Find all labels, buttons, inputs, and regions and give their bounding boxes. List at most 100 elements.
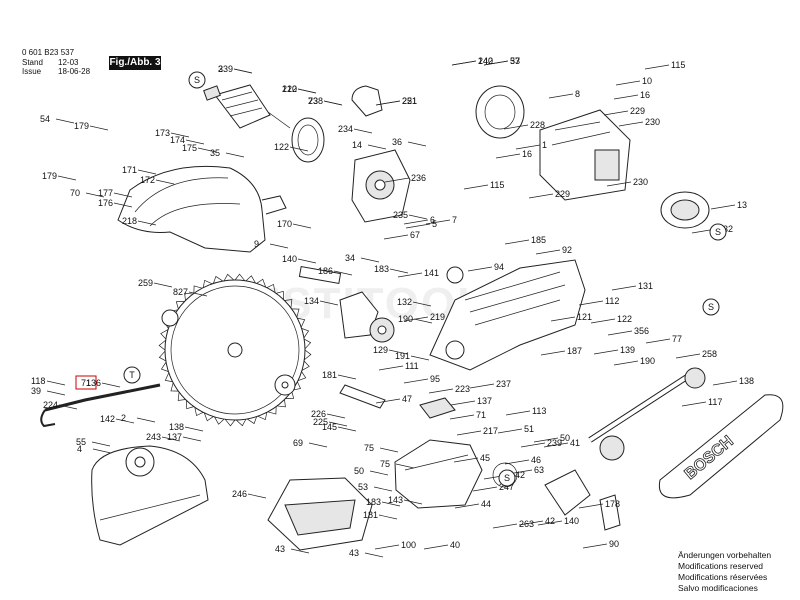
- leader-line: [115, 418, 135, 424]
- leader-line: [408, 214, 428, 220]
- part-number-label: 218: [122, 216, 137, 226]
- leader-line: [397, 272, 423, 278]
- part-number-label: 129: [373, 345, 388, 355]
- base-housing-drawing: [267, 477, 373, 551]
- leader-line: [323, 100, 343, 106]
- leader-line: [407, 141, 427, 147]
- brush-holder-drawing: [351, 85, 383, 117]
- part-number-label: 226: [311, 409, 326, 419]
- leader-line: [319, 300, 339, 306]
- part-number-label: 118: [31, 376, 45, 386]
- lever-drawing: [40, 383, 161, 428]
- part-number-label: 75: [364, 443, 374, 453]
- blade-tooth: [164, 372, 173, 383]
- leader-line: [197, 147, 217, 153]
- armature-drawing: [203, 84, 291, 129]
- blade-tooth: [214, 416, 225, 425]
- modification-notes: Änderungen vorbehalten Modifications res…: [678, 550, 778, 594]
- leader-line: [593, 349, 619, 355]
- part-number-label: 43: [349, 548, 359, 558]
- part-number-label: 10: [642, 76, 652, 86]
- leader-line: [247, 493, 267, 499]
- leader-line: [364, 552, 384, 558]
- leader-line: [456, 430, 482, 436]
- part-number-label: 219: [430, 312, 445, 322]
- part-number-label: 54: [40, 114, 50, 124]
- leader-line: [467, 266, 493, 272]
- part-number-label: 136: [86, 378, 101, 388]
- part-number-label: 50: [354, 466, 364, 476]
- part-number-label: 176: [98, 198, 113, 208]
- badge-letter: T: [129, 370, 135, 380]
- leader-line: [384, 177, 410, 183]
- leader-line: [184, 426, 204, 432]
- blade-tooth: [284, 299, 293, 308]
- badge-circle: [702, 298, 720, 316]
- part-number-label: 6: [430, 215, 435, 225]
- blade-tooth: [224, 419, 236, 427]
- part-number-label: 115: [671, 60, 685, 70]
- lock-assembly-drawing: [492, 462, 621, 531]
- leader-line: [412, 301, 432, 307]
- part-number-label: 230: [645, 117, 660, 127]
- leader-line: [373, 486, 393, 492]
- part-number-label: 111: [405, 361, 419, 371]
- blade-tooth: [186, 400, 194, 410]
- leader-line: [188, 291, 208, 297]
- leader-line: [503, 124, 529, 130]
- blade-tooth: [175, 301, 185, 309]
- blade-tooth: [277, 399, 286, 408]
- leader-line: [269, 243, 289, 249]
- blade-tooth: [304, 349, 312, 361]
- blade-tooth: [234, 273, 246, 281]
- part-number-label: 142: [510, 470, 525, 480]
- part-number-label: 225: [313, 417, 328, 427]
- ring-drawing: [291, 117, 325, 163]
- part-number-label: 247: [499, 482, 514, 492]
- leader-line: [337, 374, 357, 380]
- part-number-label: 142: [478, 56, 493, 66]
- part-number-label: 37: [510, 56, 520, 66]
- leader-line: [353, 128, 373, 134]
- part-number-label: 229: [555, 189, 570, 199]
- part-number-label: 122: [282, 84, 297, 94]
- leader-line: [337, 426, 357, 432]
- leader-line: [58, 404, 78, 410]
- part-number-label: 137: [477, 396, 492, 406]
- saw-blade-drawing: [158, 273, 312, 427]
- leader-line: [297, 258, 317, 264]
- leader-line: [606, 181, 632, 187]
- switch-drawing: [419, 397, 456, 419]
- leader-line: [645, 338, 671, 344]
- leader-line: [449, 414, 475, 420]
- part-number-label: 41: [570, 438, 580, 448]
- blade-tooth: [301, 328, 310, 339]
- part-number-label: 190: [398, 314, 413, 324]
- part-number-label: 35: [210, 148, 220, 158]
- leader-line: [505, 410, 531, 416]
- leader-line: [472, 486, 498, 492]
- leader-line: [618, 121, 644, 127]
- part-number-label: 67: [410, 230, 420, 240]
- part-number-label: 5: [432, 219, 437, 229]
- part-number-label: 70: [70, 188, 80, 198]
- blade-tooth: [235, 418, 247, 427]
- leader-line: [326, 413, 346, 419]
- leader-line: [403, 378, 429, 384]
- part-number-label: 43: [275, 544, 285, 554]
- leader-line: [292, 223, 312, 229]
- blade-tooth: [292, 381, 302, 391]
- part-number-label: 183: [366, 497, 381, 507]
- leader-line: [582, 543, 608, 549]
- blade-tooth: [303, 338, 312, 350]
- part-number-label: 47: [402, 394, 412, 404]
- part-number-label: 173: [155, 128, 170, 138]
- leader-line: [383, 234, 409, 240]
- leader-line: [367, 144, 387, 150]
- part-number-label: 2: [121, 413, 126, 423]
- blade-tooth: [266, 283, 276, 293]
- badge-letter: S: [708, 302, 714, 312]
- leader-line: [85, 192, 105, 198]
